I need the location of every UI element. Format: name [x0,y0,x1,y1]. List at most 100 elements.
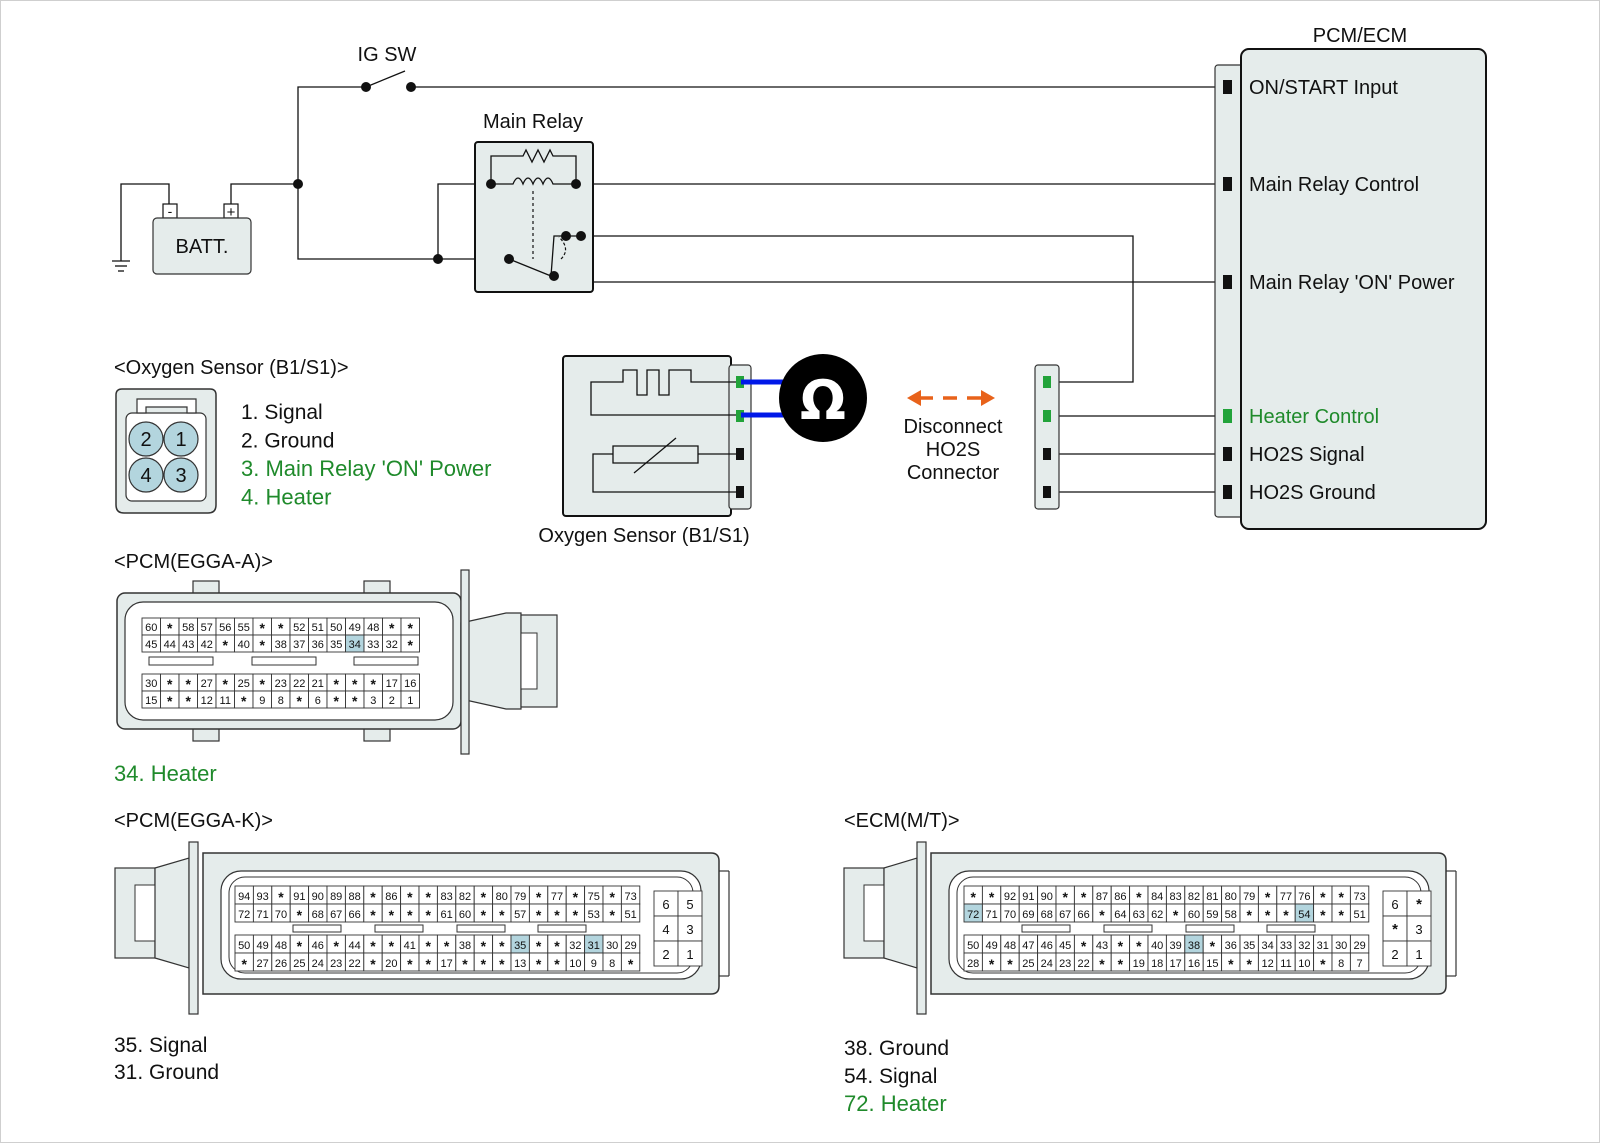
junction-dots [293,82,586,281]
pin-number: 68 [1041,909,1053,921]
pin-number: 77 [1280,891,1292,903]
pin-number: 60 [459,909,471,921]
aux-pin-number: 5 [686,897,693,912]
pin-number: * [370,938,376,954]
pin-number: 47 [1022,940,1034,952]
battery-plus-label: + [227,204,236,221]
pin-number: * [260,620,266,636]
harness-terminal [1043,448,1051,460]
aux-pin-cell [653,940,679,967]
pin-number: 29 [1353,940,1365,952]
pin-number: 38 [1188,940,1200,952]
pin-number: * [536,889,542,905]
pin-number: * [408,620,414,636]
pin-number: * [1099,956,1105,972]
pin-number: * [370,907,376,923]
pin-number: 93 [256,891,268,903]
pin-number: * [481,889,487,905]
pin-number: 49 [349,622,361,634]
aux-pin-number: 3 [686,922,693,937]
pin-number: * [371,676,377,692]
pin-number: * [370,956,376,972]
pin-number: 36 [1225,940,1237,952]
pin-number: 73 [1353,891,1365,903]
pin-number: 48 [275,940,287,952]
aux-pin-cell [1406,940,1432,967]
pin-number: * [1283,907,1289,923]
pin-number: 31 [588,940,600,952]
pin-number: 71 [985,909,997,921]
pin-number: 70 [1004,909,1016,921]
pin-number: 10 [569,958,581,970]
pin-number: * [1320,956,1326,972]
pin-number: * [1081,889,1087,905]
pin-number: 46 [312,940,324,952]
coil-icon [491,177,576,186]
pcm-ecm-title: PCM/ECM [1313,25,1407,47]
sensor-terminal [736,410,744,422]
pin-number: * [1136,889,1142,905]
pin-number: * [536,907,542,923]
pin-number: * [499,956,505,972]
pin-number: * [352,676,358,692]
aux-pin-cell [677,915,703,942]
pin-number: * [444,938,450,954]
pin-number: 17 [440,958,452,970]
pcm-pin-label: Heater Control [1249,406,1379,428]
pin-number: 82 [459,891,471,903]
sensor-terminal [736,448,744,460]
pin-number: 25 [1022,958,1034,970]
aux-pin-number: 3 [1415,922,1422,937]
pin-number: 16 [404,678,416,690]
ecm-title: <ECM(M/T)> [844,810,960,832]
pin-number: 69 [1022,909,1034,921]
pin-number: 58 [1225,909,1237,921]
pin-number: 77 [551,891,563,903]
pin-number: 79 [1243,891,1255,903]
pin-number: * [408,637,414,653]
pin-number: * [260,637,266,653]
pin-number: 35 [514,940,526,952]
pin-number: 24 [1041,958,1053,970]
pcm-pin-label: ON/START Input [1249,77,1398,99]
pin-number: 22 [1077,958,1089,970]
sensor-caption: Oxygen Sensor (B1/S1) [538,525,749,547]
pin-number: 63 [1133,909,1145,921]
pin-number: 15 [145,695,157,707]
pin-number: 16 [1188,958,1200,970]
pin-number: 51 [624,909,636,921]
pin-number: * [389,907,395,923]
connector-pin-2: 2 [140,429,151,451]
pin-number: * [334,693,340,709]
pin-number: * [260,676,266,692]
pin-cell [620,903,641,923]
pcm-ecm-block: PCM/ECM [1214,25,1487,530]
pin-number: 34 [349,639,361,651]
oxygen-connector-title: <Oxygen Sensor (B1/S1)> [114,357,349,379]
pin-number: 11 [1280,958,1291,970]
disconnect-line-2: HO2S [926,439,980,461]
pin-number: 67 [1059,909,1071,921]
pin-number: 43 [182,639,194,651]
pin-number: * [481,907,487,923]
aux-pin-number: 2 [662,947,669,962]
pin-number: * [609,889,615,905]
pin-number: 30 [145,678,157,690]
pin-number: 23 [275,678,287,690]
battery: - + BATT. [152,203,252,275]
harness-terminal [1043,376,1051,388]
pin-number: 81 [1206,891,1218,903]
pin-cell [400,634,420,653]
pin-number: 15 [1206,958,1218,970]
pin-number: 90 [312,891,324,903]
pin-number: * [389,938,395,954]
pin-number: 43 [1096,940,1108,952]
pin-number: * [1099,907,1105,923]
pcm-a-note: 34. Heater [114,761,217,786]
pcm-terminal [1223,447,1232,461]
pin-number: 57 [514,909,526,921]
